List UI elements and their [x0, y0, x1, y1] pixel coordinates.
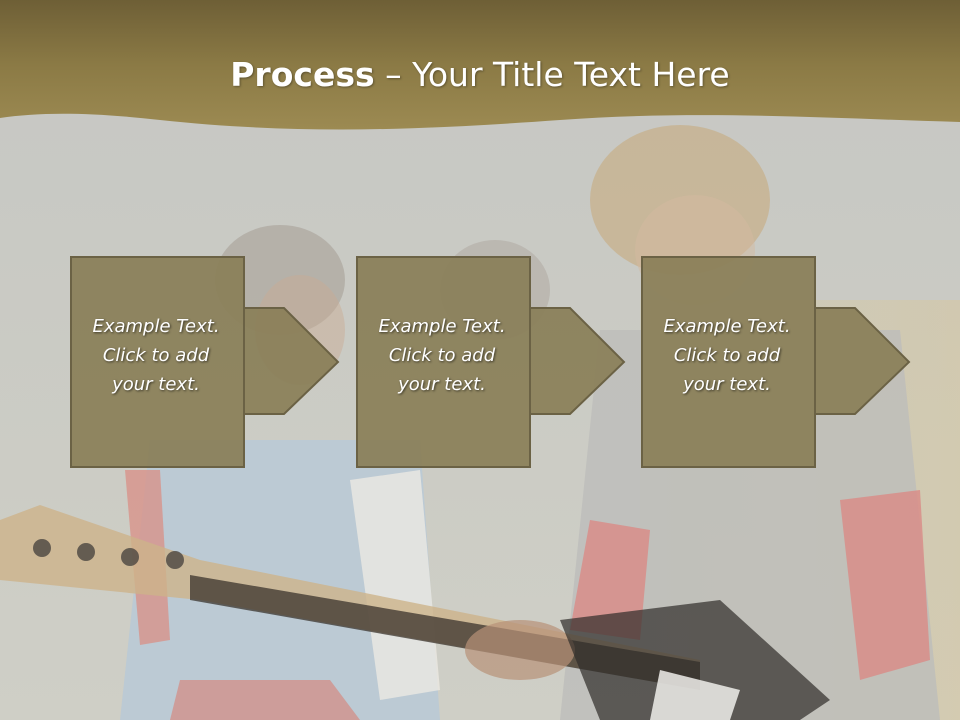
process-arrow-shape — [641, 256, 911, 468]
process-step-1[interactable]: Example Text. Click to add your text. — [70, 256, 340, 468]
step-text[interactable]: Example Text. Click to add your text. — [641, 312, 813, 399]
process-step-2[interactable]: Example Text. Click to add your text. — [356, 256, 626, 468]
title-rest: – Your Title Text Here — [374, 55, 730, 94]
step-text-line: Example Text. — [378, 316, 506, 337]
step-text-line: Click to add — [388, 345, 496, 366]
step-text-line: Click to add — [102, 345, 210, 366]
step-text-line: your text. — [683, 374, 771, 395]
page-title[interactable]: Process – Your Title Text Here — [0, 52, 960, 98]
title-band — [0, 0, 960, 130]
step-text-line: Example Text. — [92, 316, 220, 337]
step-text-line: your text. — [112, 374, 200, 395]
step-text-line: Click to add — [673, 345, 781, 366]
step-text[interactable]: Example Text. Click to add your text. — [356, 312, 528, 399]
step-text-line: your text. — [398, 374, 486, 395]
step-text-line: Example Text. — [663, 316, 791, 337]
step-text[interactable]: Example Text. Click to add your text. — [70, 312, 242, 399]
process-arrow-shape — [356, 256, 626, 468]
title-bold: Process — [230, 55, 375, 94]
process-step-3[interactable]: Example Text. Click to add your text. — [641, 256, 911, 468]
process-arrow-shape — [70, 256, 340, 468]
